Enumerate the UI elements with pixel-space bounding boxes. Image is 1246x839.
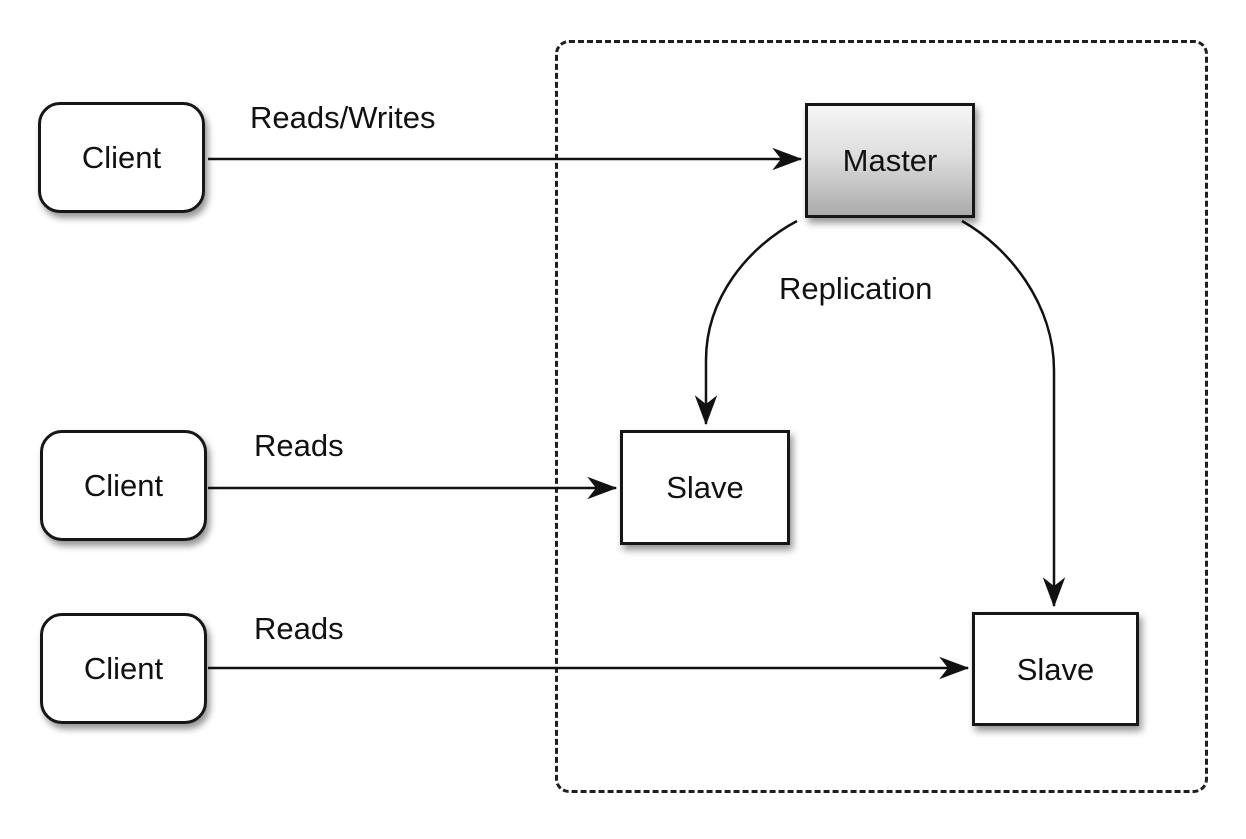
node-slave-right-label: Slave <box>1016 651 1095 687</box>
server-cluster-boundary <box>555 40 1208 793</box>
edge-label-reads-mid: Reads <box>254 428 344 463</box>
edge-label-replication: Replication <box>779 271 933 306</box>
node-client-middle-label: Client <box>83 468 164 503</box>
node-slave-left-label: Slave <box>666 470 744 505</box>
node-client-top: Client <box>38 102 205 213</box>
node-master-label: Master <box>842 143 938 178</box>
node-client-middle: Client <box>40 430 207 541</box>
edge-label-reads-bottom: Reads <box>254 611 344 646</box>
node-master: Master <box>805 103 975 218</box>
node-slave-right: Slave <box>972 612 1139 726</box>
edge-label-reads-writes: Reads/Writes <box>250 100 436 135</box>
node-slave-left: Slave <box>620 430 790 545</box>
node-client-bottom-label: Client <box>83 651 164 686</box>
node-client-bottom: Client <box>40 613 207 724</box>
node-client-top-label: Client <box>81 140 162 175</box>
